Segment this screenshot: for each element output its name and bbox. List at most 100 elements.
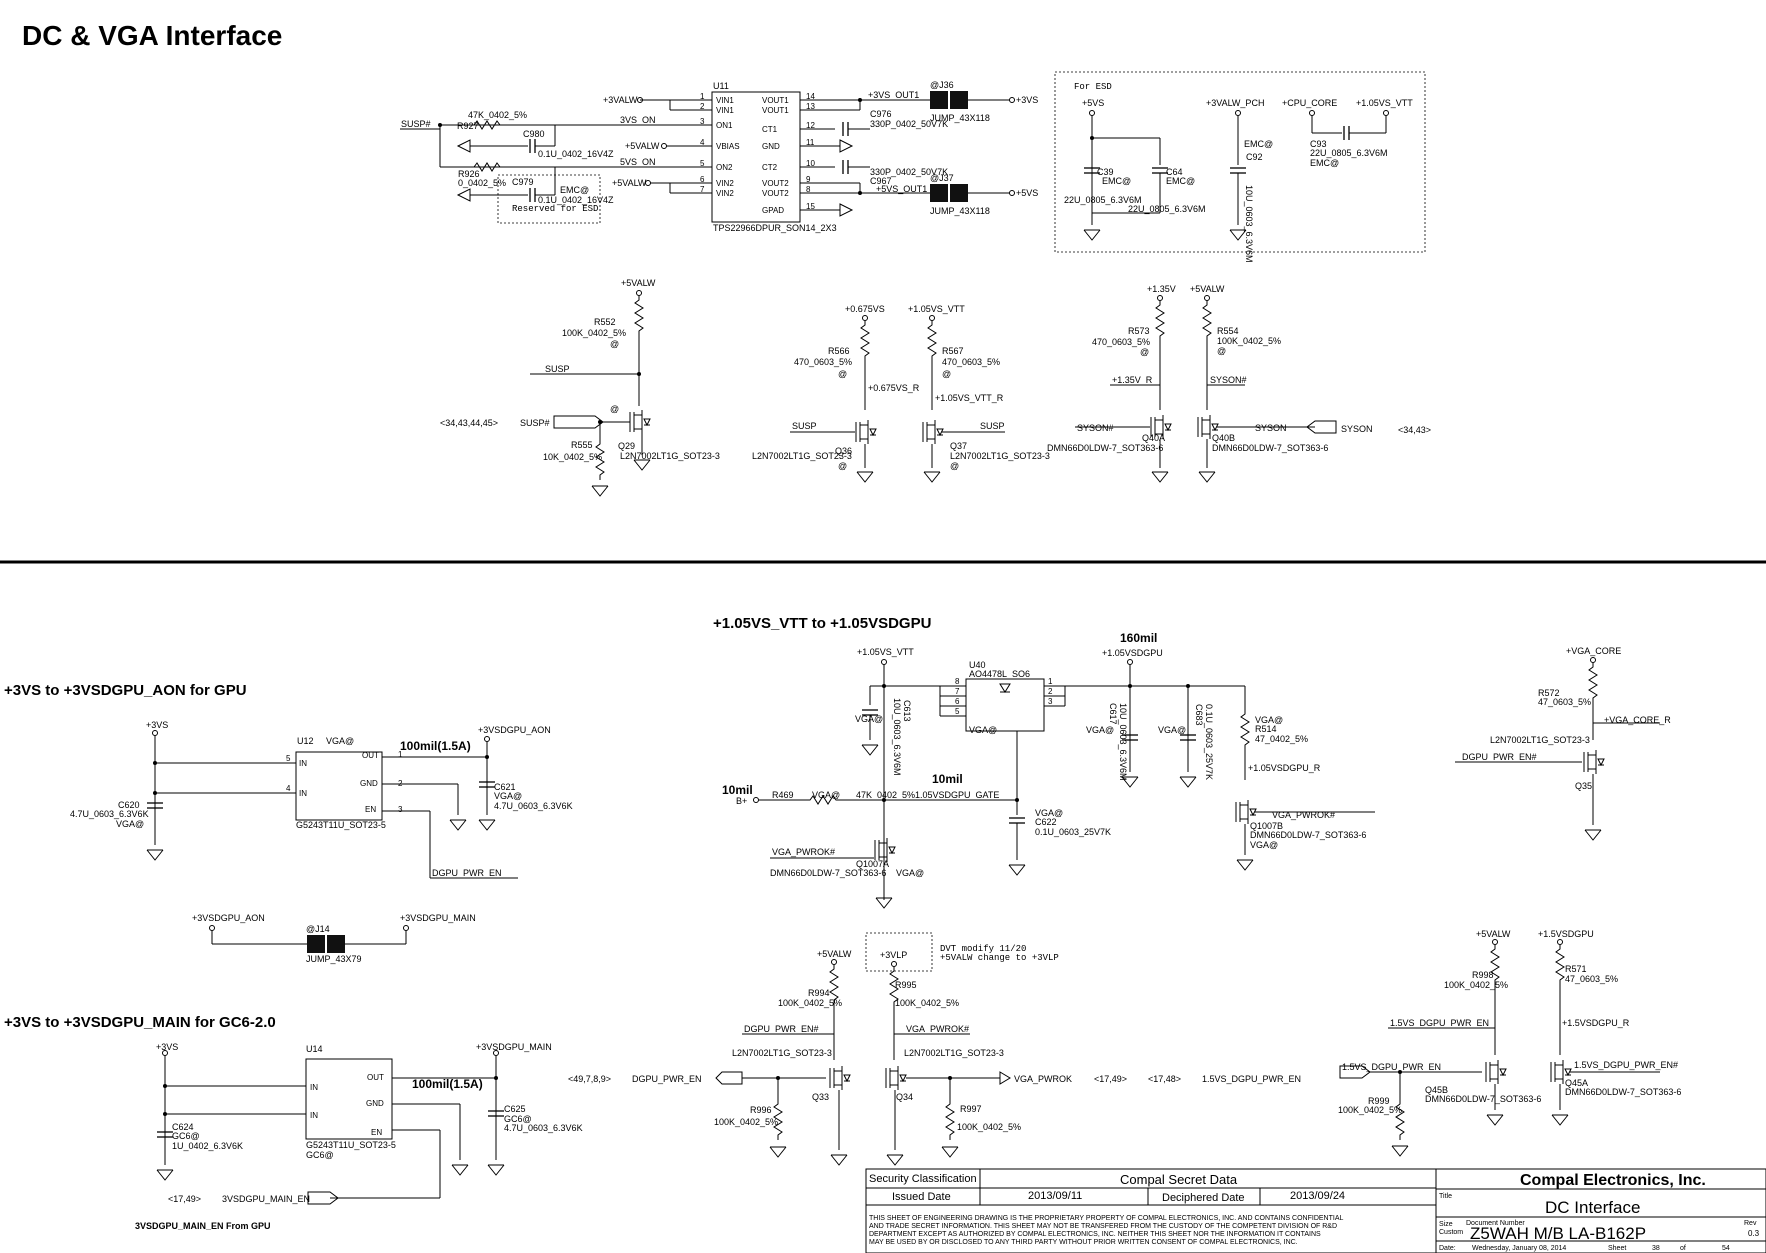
svg-text:7: 7 xyxy=(955,687,960,696)
svg-text:1.5VS_DGPU_PWR_EN: 1.5VS_DGPU_PWR_EN xyxy=(1342,1062,1441,1072)
svg-text:3VS_ON: 3VS_ON xyxy=(620,115,656,125)
svg-text:100mil(1.5A): 100mil(1.5A) xyxy=(412,1077,483,1091)
svg-text:Wednesday, January 08, 2014: Wednesday, January 08, 2014 xyxy=(1472,1245,1566,1252)
svg-text:@J36: @J36 xyxy=(930,80,954,90)
svg-text:VGA@: VGA@ xyxy=(855,714,883,724)
svg-text:GC6@: GC6@ xyxy=(504,1114,532,1124)
svg-text:@: @ xyxy=(942,369,951,379)
svg-text:+VGA_CORE: +VGA_CORE xyxy=(1566,646,1621,656)
u11-pin-num: 2 xyxy=(700,102,705,111)
svg-text:GC6@: GC6@ xyxy=(306,1150,334,1160)
svg-text:Z5WAH M/B LA-B162P: Z5WAH M/B LA-B162P xyxy=(1470,1224,1646,1243)
svg-text:1: 1 xyxy=(1048,677,1053,686)
svg-text:+5VALW: +5VALW xyxy=(621,278,656,288)
svg-text:VGA@: VGA@ xyxy=(1086,725,1114,735)
svg-text:Deciphered Date: Deciphered Date xyxy=(1162,1192,1245,1204)
svg-text:4.7U_0603_6.3V6K: 4.7U_0603_6.3V6K xyxy=(504,1123,583,1133)
svg-text:10U_0603_6.3V6M: 10U_0603_6.3V6M xyxy=(1118,703,1128,781)
svg-text:Q33: Q33 xyxy=(812,1092,829,1102)
svg-text:@: @ xyxy=(838,461,847,471)
dgpu-enable-logic: DVT modify 11/20+5VALW change to +3VLP +… xyxy=(568,932,1301,1166)
svg-text:3VSDGPU_MAIN_EN: 3VSDGPU_MAIN_EN xyxy=(222,1194,310,1204)
svg-text:L2N7002LT1G_SOT23-3: L2N7002LT1G_SOT23-3 xyxy=(752,451,852,461)
svg-text:R552: R552 xyxy=(594,317,616,327)
svg-text:Q45B: Q45B xyxy=(1425,1085,1448,1095)
svg-text:Q37: Q37 xyxy=(950,441,967,451)
vtt-to-dgpu-switch-u40: +1.05VS_VTT VGA@ C613 10U_0603_6.3V6M U4… xyxy=(722,631,1375,909)
svg-text:SUSP#: SUSP# xyxy=(520,418,550,428)
svg-text:+3VS: +3VS xyxy=(146,720,168,730)
svg-text:+1.05VS_VTT: +1.05VS_VTT xyxy=(908,304,965,314)
svg-text:L2N7002LT1G_SOT23-3: L2N7002LT1G_SOT23-3 xyxy=(732,1048,832,1058)
svg-text:<34,43,44,45>: <34,43,44,45> xyxy=(440,418,498,428)
section-main-title: +3VS to +3VSDGPU_MAIN for GC6-2.0 xyxy=(4,1014,276,1031)
svg-text:10mil: 10mil xyxy=(722,783,753,797)
svg-text:+5VALW: +5VALW xyxy=(625,141,660,151)
svg-text:R469: R469 xyxy=(772,790,794,800)
svg-text:0_0402_5%: 0_0402_5% xyxy=(458,178,506,188)
svg-text:22U_0805_6.3V6M: 22U_0805_6.3V6M xyxy=(1064,195,1142,205)
svg-text:1: 1 xyxy=(398,750,403,759)
u11-pin-num: 3 xyxy=(700,117,705,126)
svg-text:G5243T11U_SOT23-5: G5243T11U_SOT23-5 xyxy=(306,1140,396,1150)
svg-text:R555: R555 xyxy=(571,440,593,450)
svg-text:Sheet: Sheet xyxy=(1608,1245,1626,1252)
svg-text:DEPARTMENT EXCEPT AS AUTHORIZE: DEPARTMENT EXCEPT AS AUTHORIZED BY COMPA… xyxy=(869,1231,1321,1238)
u11-pin-num: 12 xyxy=(806,121,815,130)
svg-text:1.5VS_DGPU_PWR_EN: 1.5VS_DGPU_PWR_EN xyxy=(1202,1074,1301,1084)
svg-text:L2N7002LT1G_SOT23-3: L2N7002LT1G_SOT23-3 xyxy=(904,1048,1004,1058)
svg-text:+3VSDGPU_AON: +3VSDGPU_AON xyxy=(478,725,551,735)
svg-text:C980: C980 xyxy=(523,129,545,139)
svg-text:JUMP_43X79: JUMP_43X79 xyxy=(306,954,362,964)
u11-pin-num: 8 xyxy=(806,185,811,194)
svg-text:+3VLP: +3VLP xyxy=(880,950,907,960)
svg-text:SYSON#: SYSON# xyxy=(1210,375,1247,385)
svg-text:DMN66D0LDW-7_SOT363-6: DMN66D0LDW-7_SOT363-6 xyxy=(1047,443,1163,453)
u11-pin-num: 1 xyxy=(700,92,705,101)
svg-text:Q1007A: Q1007A xyxy=(856,859,889,869)
svg-text:+1.5VSDGPU: +1.5VSDGPU xyxy=(1538,929,1594,939)
svg-text:Q40B: Q40B xyxy=(1212,433,1235,443)
svg-text:+1.05VS_VTT_R: +1.05VS_VTT_R xyxy=(935,393,1004,403)
svg-text:DMN66D0LDW-7_SOT363-6: DMN66D0LDW-7_SOT363-6 xyxy=(1425,1094,1541,1104)
svg-text:+3VS_OUT1: +3VS_OUT1 xyxy=(868,90,919,100)
svg-text:TPS22966DPUR_SON14_2X3: TPS22966DPUR_SON14_2X3 xyxy=(713,223,837,233)
svg-text:10K_0402_5%: 10K_0402_5% xyxy=(543,452,602,462)
svg-text:IN: IN xyxy=(299,759,307,768)
svg-text:R997: R997 xyxy=(960,1104,982,1114)
u11-pin-num: 5 xyxy=(700,159,705,168)
u11-pin-num: 15 xyxy=(806,202,815,211)
svg-text:SYSON: SYSON xyxy=(1341,424,1373,434)
svg-text:VGA@: VGA@ xyxy=(1250,840,1278,850)
svg-text:SYSON#: SYSON# xyxy=(1077,423,1114,433)
svg-text:G5243T11U_SOT23-5: G5243T11U_SOT23-5 xyxy=(296,820,386,830)
svg-text:DMN66D0LDW-7_SOT363-6: DMN66D0LDW-7_SOT363-6 xyxy=(1212,443,1328,453)
svg-text:C976: C976 xyxy=(870,109,892,119)
svg-text:+5VALW change to +3VLP: +5VALW change to +3VLP xyxy=(940,953,1059,963)
svg-text:R514: R514 xyxy=(1255,724,1277,734)
svg-text:6: 6 xyxy=(955,697,960,706)
svg-text:VGA@: VGA@ xyxy=(896,868,924,878)
svg-text:R927: R927 xyxy=(457,121,479,131)
u11-pin-right: CT1 xyxy=(762,125,778,134)
page-title: DC & VGA Interface xyxy=(22,20,282,51)
svg-text:330P_0402_50V7K: 330P_0402_50V7K xyxy=(870,167,948,177)
svg-text:+0.675VS: +0.675VS xyxy=(845,304,885,314)
svg-text:160mil: 160mil xyxy=(1120,631,1157,645)
svg-text:U12: U12 xyxy=(297,736,314,746)
svg-text:Q36: Q36 xyxy=(835,446,852,456)
u11-pin-num: 4 xyxy=(700,138,705,147)
svg-text:Compal Electronics, Inc.: Compal Electronics, Inc. xyxy=(1520,1172,1706,1189)
svg-text:+3VSDGPU_MAIN: +3VSDGPU_MAIN xyxy=(476,1042,552,1052)
svg-text:1.5VS_DGPU_PWR_EN#: 1.5VS_DGPU_PWR_EN# xyxy=(1574,1060,1678,1070)
svg-text:54: 54 xyxy=(1722,1245,1730,1252)
svg-text:5: 5 xyxy=(286,754,291,763)
svg-text:+3VSDGPU_MAIN: +3VSDGPU_MAIN xyxy=(400,913,476,923)
svg-text:OUT: OUT xyxy=(362,751,379,760)
svg-text:EMC@: EMC@ xyxy=(1102,176,1131,186)
svg-text:VGA_PWROK#: VGA_PWROK# xyxy=(772,847,835,857)
svg-text:VGA_PWROK#: VGA_PWROK# xyxy=(1272,810,1335,820)
